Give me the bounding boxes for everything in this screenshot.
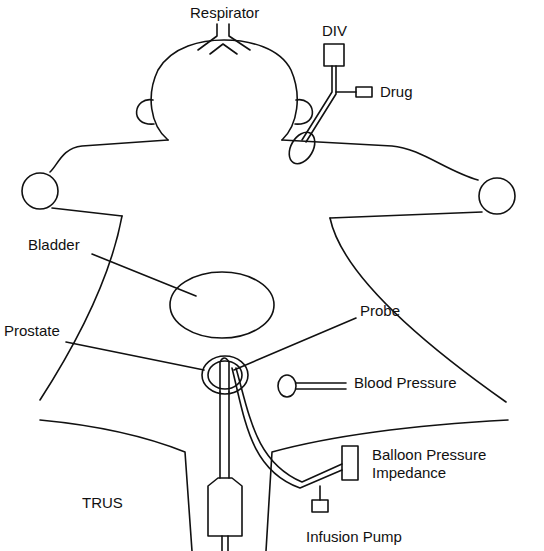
device-label: Balloon Pressure Impedance bbox=[372, 446, 504, 482]
part-label: Bladder bbox=[28, 236, 80, 254]
device-label: Respirator bbox=[190, 4, 259, 22]
device-label: DIV bbox=[322, 22, 347, 40]
device-label: Drug bbox=[380, 83, 413, 101]
device-label: TRUS bbox=[82, 494, 123, 512]
device-label: Infusion Pump bbox=[306, 528, 402, 546]
device-label: Blood Pressure bbox=[354, 374, 457, 392]
part-label: Prostate bbox=[4, 322, 60, 340]
part-label: Probe bbox=[360, 302, 400, 320]
